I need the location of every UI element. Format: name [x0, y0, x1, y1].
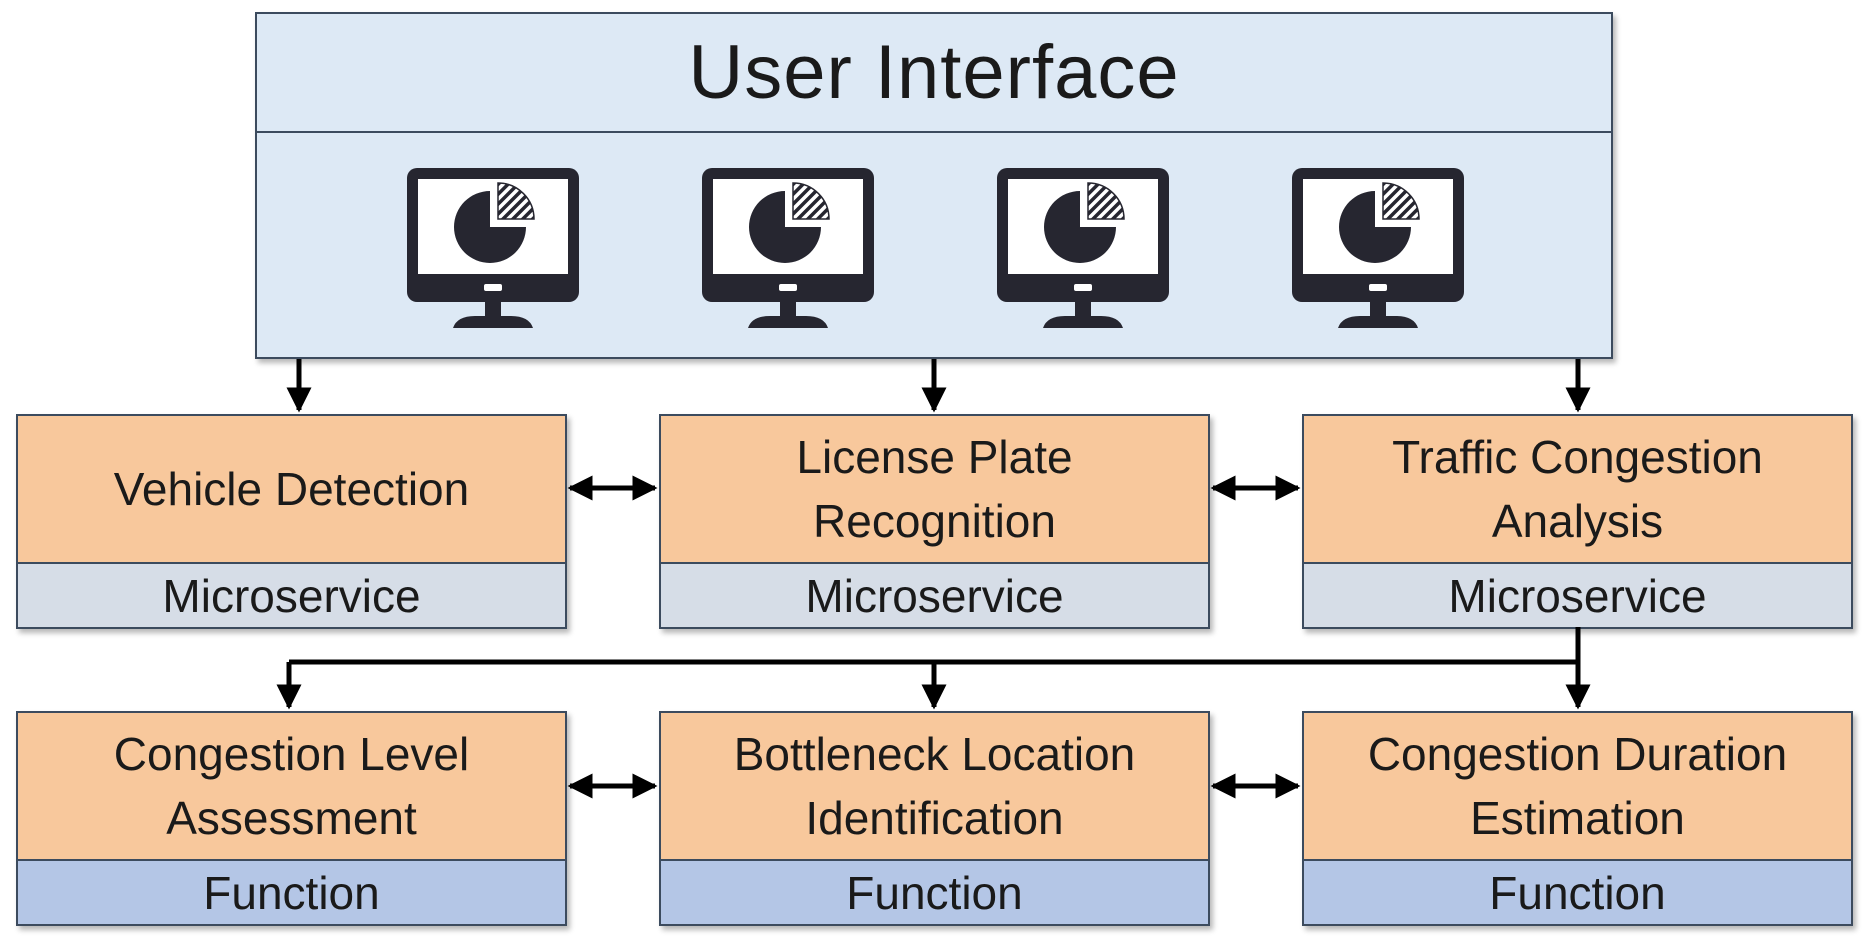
function-title: Congestion Duration Estimation: [1304, 713, 1851, 861]
microservice-label: Microservice: [18, 564, 565, 627]
microservice-label: Microservice: [661, 564, 1208, 627]
microservice-title: Traffic Congestion Analysis: [1304, 416, 1851, 564]
user-interface-title: User Interface: [257, 14, 1611, 133]
distribution-bus-line: [289, 627, 1581, 665]
function-congestion-level-assessment: Congestion Level Assessment Function: [16, 711, 567, 926]
user-interface-panel: User Interface: [255, 12, 1613, 359]
microservice-license-plate-recognition: License Plate Recognition Microservice: [659, 414, 1210, 629]
microservice-vehicle-detection: Vehicle Detection Microservice: [16, 414, 567, 629]
microservice-title: License Plate Recognition: [661, 416, 1208, 564]
function-congestion-duration-estimation: Congestion Duration Estimation Function: [1302, 711, 1853, 926]
function-label: Function: [1304, 861, 1851, 924]
microservice-label: Microservice: [1304, 564, 1851, 627]
function-title: Congestion Level Assessment: [18, 713, 565, 861]
monitor-pie-chart-icon: [1292, 168, 1464, 328]
monitor-pie-chart-icon: [997, 168, 1169, 328]
function-bottleneck-location-identification: Bottleneck Location Identification Funct…: [659, 711, 1210, 926]
monitor-pie-chart-icon: [407, 168, 579, 328]
microservice-traffic-congestion-analysis: Traffic Congestion Analysis Microservice: [1302, 414, 1853, 629]
monitor-pie-chart-icon: [702, 168, 874, 328]
function-label: Function: [18, 861, 565, 924]
function-label: Function: [661, 861, 1208, 924]
microservice-title: Vehicle Detection: [18, 416, 565, 564]
function-title: Bottleneck Location Identification: [661, 713, 1208, 861]
